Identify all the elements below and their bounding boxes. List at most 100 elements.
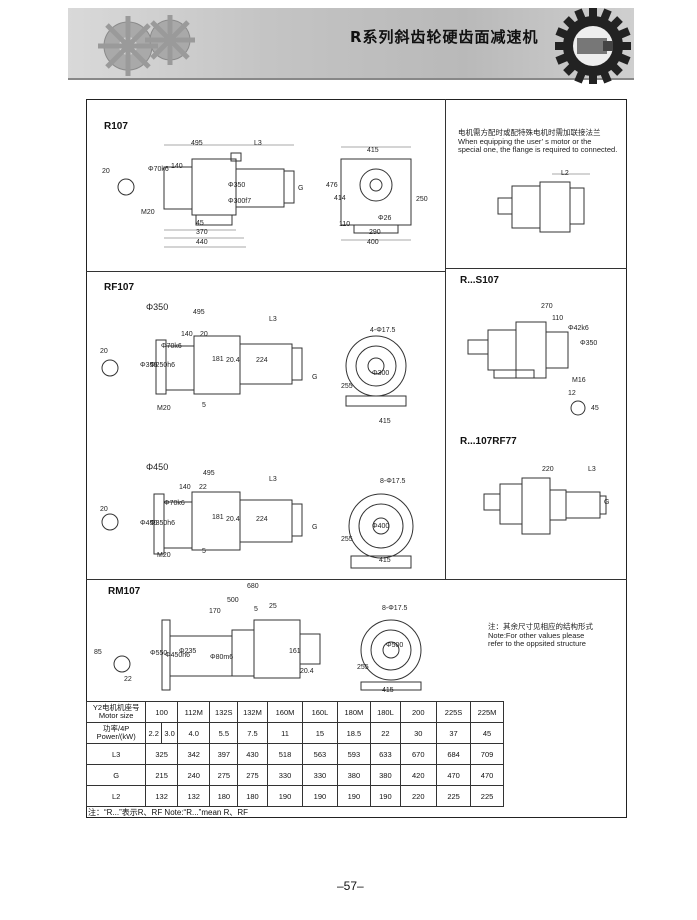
rm107-dim: 22: [124, 676, 132, 683]
row-header-cn: Y2电机机座号: [92, 703, 140, 712]
r107-dim: 250: [416, 196, 428, 203]
column-divider: [445, 99, 446, 579]
footnote: 注：“R...”表示R、RF Note:“R...”mean R、RF: [88, 808, 249, 817]
r107-dim: 45: [196, 220, 204, 227]
rf107-350-drawing: [101, 335, 407, 407]
rf107-350-dim: G: [312, 374, 318, 381]
r107-drawing: [117, 144, 412, 248]
rs107-dim: 110: [552, 315, 564, 322]
rs107-dim: 45: [591, 405, 599, 412]
rm107-dim: 5: [254, 606, 258, 613]
section-label-rf107: RF107: [104, 282, 135, 293]
rm107-dim: Φ500: [386, 642, 404, 649]
table-cell: 342: [176, 743, 211, 765]
rf107-350-dim: 140: [181, 331, 193, 338]
table-cell: 330: [302, 764, 338, 786]
section-label-rm107: RM107: [108, 586, 141, 597]
table-row-header: Y2电机机座号 Motor size: [85, 701, 147, 723]
rf107-350-dim: 224: [256, 357, 268, 364]
rm107-dim: 680: [247, 583, 259, 590]
table-cell: 330: [266, 764, 304, 786]
row-header-en: Power/(kW): [96, 732, 136, 741]
rf107-350-dim: L3: [269, 316, 277, 323]
rf107-350-dim: 181: [212, 356, 224, 363]
r107-dim: 110: [339, 221, 351, 228]
rf107-350-dim: 415: [379, 418, 391, 425]
table-cell: 22: [370, 722, 401, 744]
rs107-dim: Φ350: [580, 340, 598, 347]
r107-dim: 414: [334, 195, 346, 202]
table-cell: 225: [470, 785, 504, 807]
table-cell: 240: [176, 764, 211, 786]
table-cell: 470: [435, 764, 472, 786]
r107rf77-dim: 220: [542, 466, 554, 473]
table-cell: 190: [302, 785, 338, 807]
table-cell: 30: [399, 722, 437, 744]
rf107-350-dim: Φ350: [140, 362, 158, 369]
table-row-header: L2: [85, 785, 147, 807]
table-cell: 132: [176, 785, 211, 807]
rf107-450-dim: 140: [179, 484, 191, 491]
rf107-450-dim: 224: [256, 516, 268, 523]
rf107-350-dim: 255: [341, 383, 353, 390]
rm107-dim: Φ450h6: [165, 652, 191, 659]
table-cell: 633: [370, 743, 401, 765]
section-divider: [445, 268, 627, 269]
rf107-450-dim: Φ70k6: [164, 500, 185, 507]
flange-dim: L2: [561, 170, 569, 177]
table-cell: 215: [145, 764, 178, 786]
table-cell: 18.5: [336, 722, 372, 744]
rf107-350-dim: 20: [200, 331, 208, 338]
r107-dim: 370: [196, 229, 208, 236]
r107-dim: 140: [171, 163, 183, 170]
table-row-header: L3: [85, 743, 147, 765]
flange-drawing: [497, 173, 590, 233]
rf107-350-dim: 20.4: [226, 357, 240, 364]
row-header-en: Motor size: [98, 711, 134, 720]
rm107-dim: 415: [382, 687, 394, 694]
rf107-450-dim: M20: [157, 552, 171, 559]
rf107-450-dim: Φ450: [140, 520, 158, 527]
table-cell: 470: [470, 764, 504, 786]
r107-dim: 440: [196, 239, 208, 246]
rf107-450-dim: 22: [199, 484, 207, 491]
rm107-dim: Φ80m6: [210, 654, 234, 661]
table-cell: 112M: [176, 701, 211, 723]
rs107-dim: 12: [568, 390, 576, 397]
table-cell: 45: [470, 722, 504, 744]
rf107-450-dim: 181: [212, 514, 224, 521]
rm107-dim: 170: [209, 608, 221, 615]
rf107-350-dim: Φ300: [372, 370, 390, 377]
rm107-dim: 161: [289, 648, 301, 655]
rf107-450-dim: 495: [203, 470, 215, 477]
table-cell: 3.0: [161, 722, 178, 744]
other-values-note-en: refer to the oppsited structure: [488, 639, 586, 648]
rf107-450-dim: L3: [269, 476, 277, 483]
table-row-header: 功率/4P Power/(kW): [85, 722, 147, 744]
motor-note-en: special one, the flange is required to c…: [458, 145, 618, 154]
table-row-header: G: [85, 764, 147, 786]
table-row: L2 132 132 180 180 190 190 190 190 220 2…: [85, 785, 628, 807]
section-label-rs107: R...S107: [460, 275, 499, 286]
r107-dim: 400: [367, 239, 379, 246]
gears-decoration-icon: [98, 15, 195, 76]
rm107-dim: 20.4: [300, 668, 314, 675]
rs107-drawing: [467, 321, 586, 416]
table-cell: 190: [266, 785, 304, 807]
table-cell: 225M: [470, 701, 504, 723]
table-cell: 15: [302, 722, 338, 744]
table-cell: 593: [336, 743, 372, 765]
r107-dim: Φ26: [378, 215, 392, 222]
other-values-note-cn: 注：其余尺寸见相应的结构形式: [488, 622, 593, 631]
r107rf77-dim: G: [604, 499, 610, 506]
table-cell: 160M: [266, 701, 304, 723]
table-empty-area: [502, 701, 627, 807]
rf107-450-dim: 415: [379, 557, 391, 564]
rf107-350-dim: Φ70k6: [161, 343, 182, 350]
r107-dim: 290: [369, 229, 381, 236]
table-cell: 160L: [302, 701, 338, 723]
table-cell: 275: [237, 764, 268, 786]
section-divider: [86, 579, 627, 580]
table-cell: 225S: [435, 701, 472, 723]
table-cell: 430: [237, 743, 268, 765]
